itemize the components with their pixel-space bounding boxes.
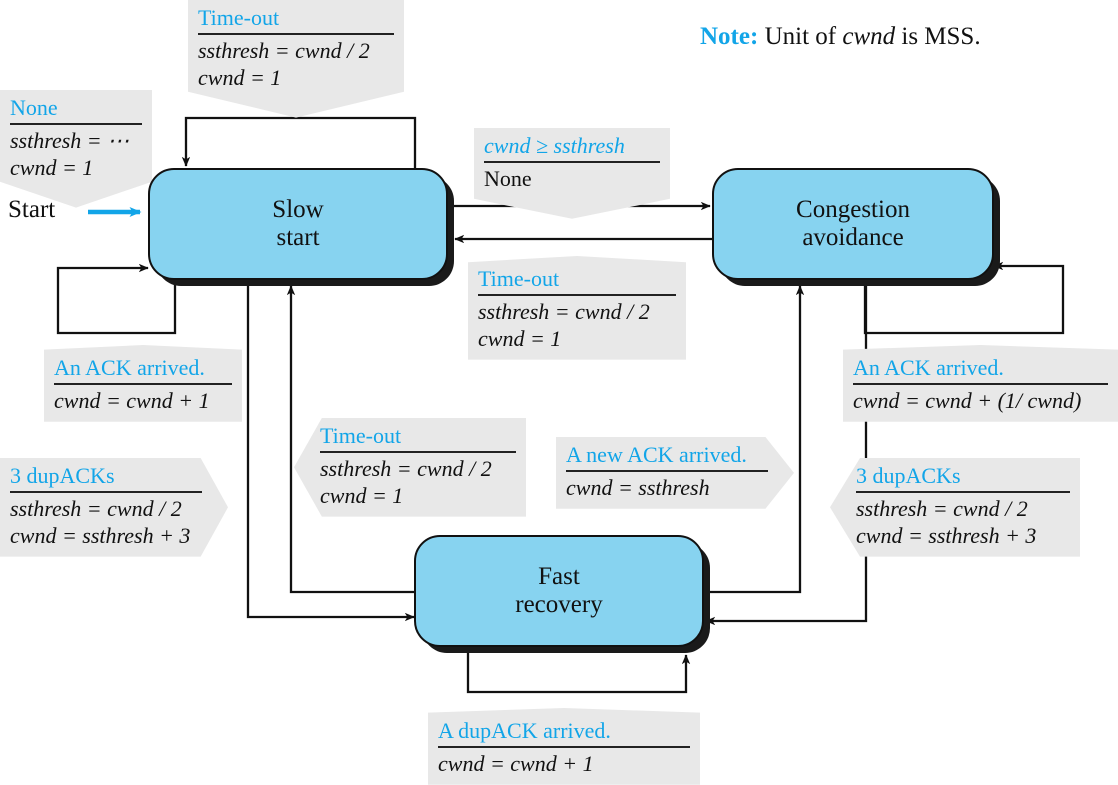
action-text: cwnd = ssthresh + 3: [856, 522, 1037, 548]
state-fast-recovery[interactable]: Fast recovery: [414, 535, 704, 647]
action-text: None: [484, 165, 532, 191]
event-text: 3 dupACKs: [856, 463, 961, 488]
event-text: None: [10, 95, 58, 120]
action-text: cwnd = cwnd + (1/ cwnd): [853, 387, 1082, 413]
wire-slowstart-timeout-selfloop: [181, 116, 417, 172]
action-text: ssthresh = ⋯: [10, 127, 130, 153]
note-before: Unit of: [764, 23, 837, 50]
wire-slowstart-ack-selfloop: [56, 263, 177, 335]
state-congestion-avoidance-line1: Congestion: [796, 196, 910, 223]
start-label: Start: [8, 196, 56, 223]
transition-label-ss-timeout-self: Time-out ssthresh = cwnd / 2 cwnd = 1: [188, 0, 404, 118]
action-text: ssthresh = cwnd / 2: [320, 455, 492, 481]
note-prefix: Note:: [700, 23, 759, 50]
transition-label-ss-dupacks-to-fr: 3 dupACKs ssthresh = cwnd / 2 cwnd = sst…: [0, 458, 228, 557]
note-italic-term: cwnd: [842, 23, 896, 50]
label-rule: [10, 122, 142, 125]
action-text: ssthresh = cwnd / 2: [10, 495, 182, 521]
wire-slowstart-to-fastrecovery: [246, 281, 415, 622]
transition-label-ca-dupacks-to-fr: 3 dupACKs ssthresh = cwnd / 2 cwnd = sst…: [830, 458, 1080, 557]
state-fast-recovery-label: Fast recovery: [515, 563, 602, 619]
event-text: Time-out: [198, 5, 280, 30]
state-congestion-avoidance-label: Congestion avoidance: [796, 196, 910, 252]
transition-label-fr-dupack-self: A dupACK arrived. cwnd = cwnd + 1: [428, 708, 700, 785]
action-text: cwnd = 1: [478, 325, 562, 351]
label-rule: [438, 745, 690, 748]
state-slow-start-line2: start: [276, 224, 320, 251]
state-congestion-avoidance[interactable]: Congestion avoidance: [712, 168, 994, 280]
transition-label-ss-to-ca: cwnd ≥ ssthresh None: [474, 128, 670, 219]
transition-label-fr-timeout-to-ss: Time-out ssthresh = cwnd / 2 cwnd = 1: [294, 418, 526, 517]
event-text: cwnd ≥ ssthresh: [484, 133, 625, 158]
state-slow-start-line1: Slow: [272, 196, 324, 223]
event-text: A dupACK arrived.: [438, 718, 611, 743]
state-slow-start-label: Slow start: [272, 196, 323, 252]
action-text: cwnd = ssthresh + 3: [10, 522, 191, 548]
action-text: cwnd = 1: [10, 154, 94, 180]
event-text: Time-out: [320, 423, 402, 448]
label-rule: [853, 382, 1108, 385]
transition-label-ss-ack-self: An ACK arrived. cwnd = cwnd + 1: [44, 345, 242, 422]
event-text: A new ACK arrived.: [566, 442, 747, 467]
label-rule: [566, 469, 768, 472]
label-rule: [54, 382, 232, 385]
action-text: ssthresh = cwnd / 2: [856, 495, 1028, 521]
label-rule: [484, 160, 660, 163]
state-fast-recovery-line2: recovery: [515, 591, 603, 618]
wire-fastrecovery-dupack-selfloop: [466, 650, 691, 694]
label-rule: [10, 490, 202, 493]
action-text: cwnd = cwnd + 1: [54, 387, 210, 413]
action-text: cwnd = ssthresh: [566, 474, 710, 500]
action-text: ssthresh = cwnd / 2: [198, 37, 370, 63]
event-text: An ACK arrived.: [853, 355, 1004, 380]
transition-label-ca-timeout-to-ss: Time-out ssthresh = cwnd / 2 cwnd = 1: [468, 256, 686, 360]
event-text: 3 dupACKs: [10, 463, 115, 488]
label-rule: [478, 293, 676, 296]
label-rule: [320, 450, 516, 453]
event-text: An ACK arrived.: [54, 355, 205, 380]
action-text: cwnd = 1: [320, 482, 404, 508]
label-rule: [856, 490, 1070, 493]
label-rule: [198, 32, 394, 35]
note-text: Note: Unit of cwnd is MSS.: [700, 23, 981, 51]
action-text: ssthresh = cwnd / 2: [478, 298, 650, 324]
note-after: is MSS.: [901, 23, 981, 50]
state-fast-recovery-line1: Fast: [538, 563, 580, 590]
transition-label-ca-ack-self: An ACK arrived. cwnd = cwnd + (1/ cwnd): [843, 345, 1118, 422]
state-slow-start[interactable]: Slow start: [148, 168, 448, 280]
event-text: Time-out: [478, 266, 560, 291]
transition-label-init: None ssthresh = ⋯ cwnd = 1: [0, 90, 152, 208]
wire-fastrecovery-to-slowstart: [286, 285, 425, 594]
action-text: cwnd = cwnd + 1: [438, 750, 594, 776]
action-text: cwnd = 1: [198, 64, 282, 90]
state-congestion-avoidance-line2: avoidance: [802, 224, 904, 251]
wire-fastrecovery-to-congestionavoidance: [700, 285, 805, 594]
transition-label-fr-newack-to-ca: A new ACK arrived. cwnd = ssthresh: [556, 437, 794, 509]
